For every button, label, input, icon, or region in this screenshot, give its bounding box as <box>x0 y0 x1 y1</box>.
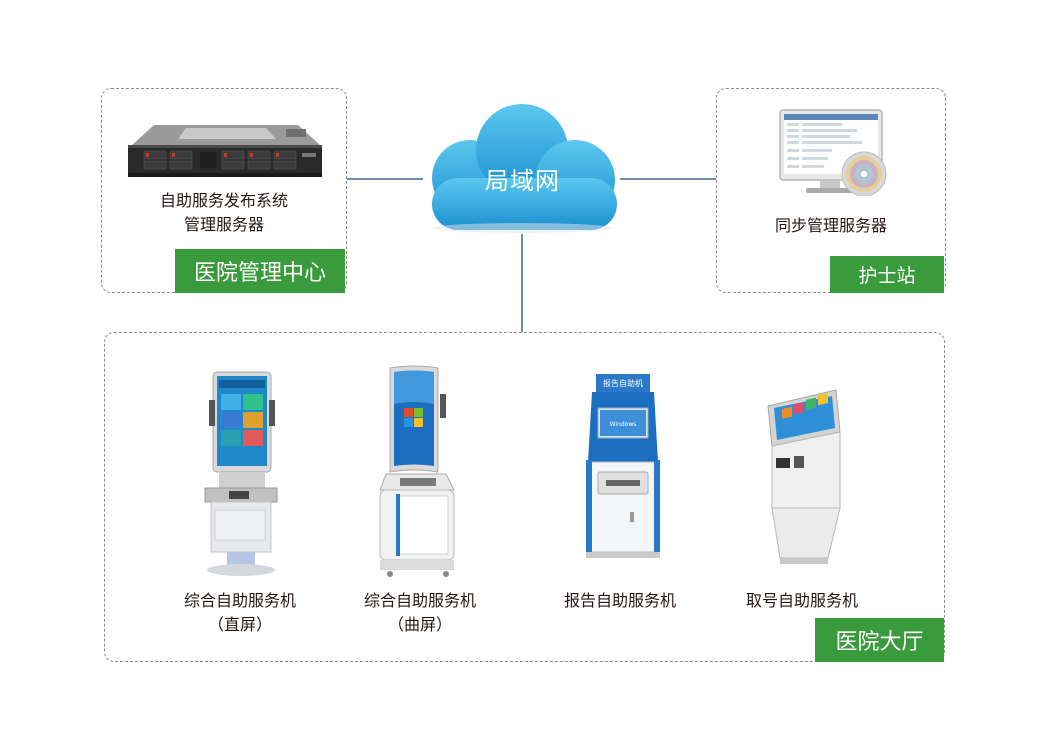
kiosk-3-label: 报告自助服务机 <box>563 591 676 610</box>
server-label-line1: 自助服务发布系统 <box>159 191 288 210</box>
kiosk-2-label-line1: 综合自助服务机 <box>363 591 476 610</box>
curved-screen-kiosk-icon <box>379 365 455 577</box>
connector-down <box>521 234 523 332</box>
ticket-kiosk-icon <box>767 389 841 564</box>
sync-server-label: 同步管理服务器 <box>774 216 887 235</box>
hospital-hall-tag: 医院大厅 <box>815 618 944 662</box>
kiosk-1-label-line1: 综合自助服务机 <box>183 591 296 610</box>
hospital-hall-box <box>104 332 945 662</box>
report-kiosk-icon: 报告自助机 Windows <box>586 374 660 558</box>
connector-right <box>620 178 716 180</box>
desktop-monitor-icon <box>779 109 887 196</box>
report-kiosk-screen-text: Windows <box>610 421 637 428</box>
straight-screen-kiosk-icon <box>204 371 278 576</box>
server-label-line2: 管理服务器 <box>183 215 264 234</box>
rack-server-icon <box>128 125 322 177</box>
kiosk-2-label-line2: （曲屏） <box>387 615 452 634</box>
kiosk-1-label-line2: （直屏） <box>207 615 272 634</box>
nurse-station-tag: 护士站 <box>830 256 944 293</box>
cloud-icon <box>432 104 617 233</box>
report-kiosk-header: 报告自助机 <box>603 378 643 388</box>
network-label: 局域网 <box>485 167 560 195</box>
connector-left <box>347 178 423 180</box>
management-center-tag: 医院管理中心 <box>175 249 345 293</box>
kiosk-4-label: 取号自助服务机 <box>745 591 858 610</box>
